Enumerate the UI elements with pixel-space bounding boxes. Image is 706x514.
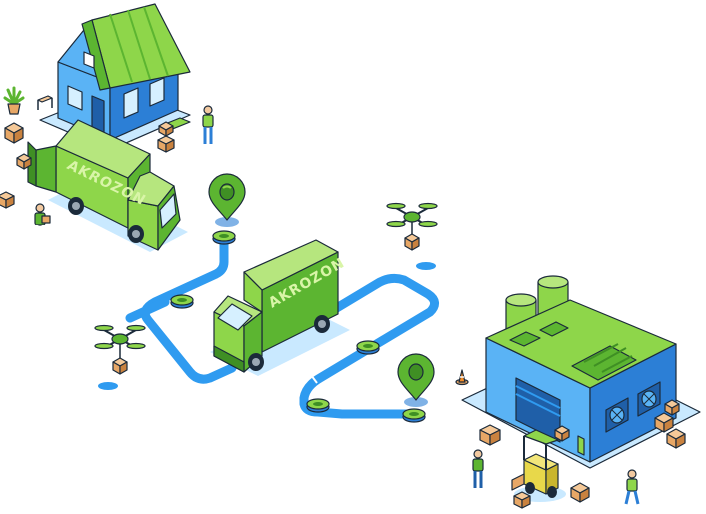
route-dash bbox=[310, 374, 318, 384]
parcel-box-icon bbox=[112, 357, 128, 375]
parcel-box-icon bbox=[16, 153, 32, 170]
parcel-box-icon bbox=[666, 428, 686, 449]
delivery-truck-icon: AKROZON bbox=[27, 119, 188, 252]
fan-icon bbox=[637, 381, 661, 417]
parcel-box-icon bbox=[0, 191, 15, 209]
parcel-box-icon bbox=[654, 412, 674, 433]
marker-2 bbox=[170, 294, 194, 309]
courier-person-icon bbox=[624, 469, 640, 505]
fan-icon bbox=[605, 397, 629, 433]
parcel-box-icon bbox=[570, 482, 590, 503]
drone-icon bbox=[386, 202, 438, 270]
warehouse-icon bbox=[461, 275, 701, 469]
chair-icon bbox=[37, 95, 53, 110]
potted-plant-icon bbox=[3, 86, 25, 115]
marker-4 bbox=[306, 398, 330, 413]
parcel-box-icon bbox=[157, 135, 175, 153]
drone-icon bbox=[94, 324, 146, 390]
delivery-truck-icon: AKROZON bbox=[210, 239, 350, 376]
parcel-box-icon bbox=[479, 424, 501, 446]
marker-3 bbox=[356, 340, 380, 355]
courier-person-icon bbox=[472, 449, 484, 488]
parcel-box-icon bbox=[664, 399, 680, 416]
parcel-box-icon bbox=[158, 121, 174, 137]
map-pin-icon bbox=[208, 173, 246, 227]
courier-person-icon bbox=[34, 203, 51, 241]
courier-person-icon bbox=[202, 105, 214, 144]
marker-1 bbox=[212, 230, 236, 245]
marker-5 bbox=[402, 408, 426, 423]
parcel-box-icon bbox=[404, 233, 420, 251]
parcel-box-icon bbox=[4, 122, 24, 144]
parcel-boxes bbox=[0, 121, 686, 509]
traffic-cone-icon bbox=[455, 369, 469, 386]
route-markers bbox=[170, 230, 426, 423]
forklift-icon bbox=[511, 429, 566, 502]
parcel-box-icon bbox=[513, 491, 531, 509]
parcel-box-icon bbox=[554, 425, 570, 442]
map-pin-icon bbox=[397, 353, 435, 407]
